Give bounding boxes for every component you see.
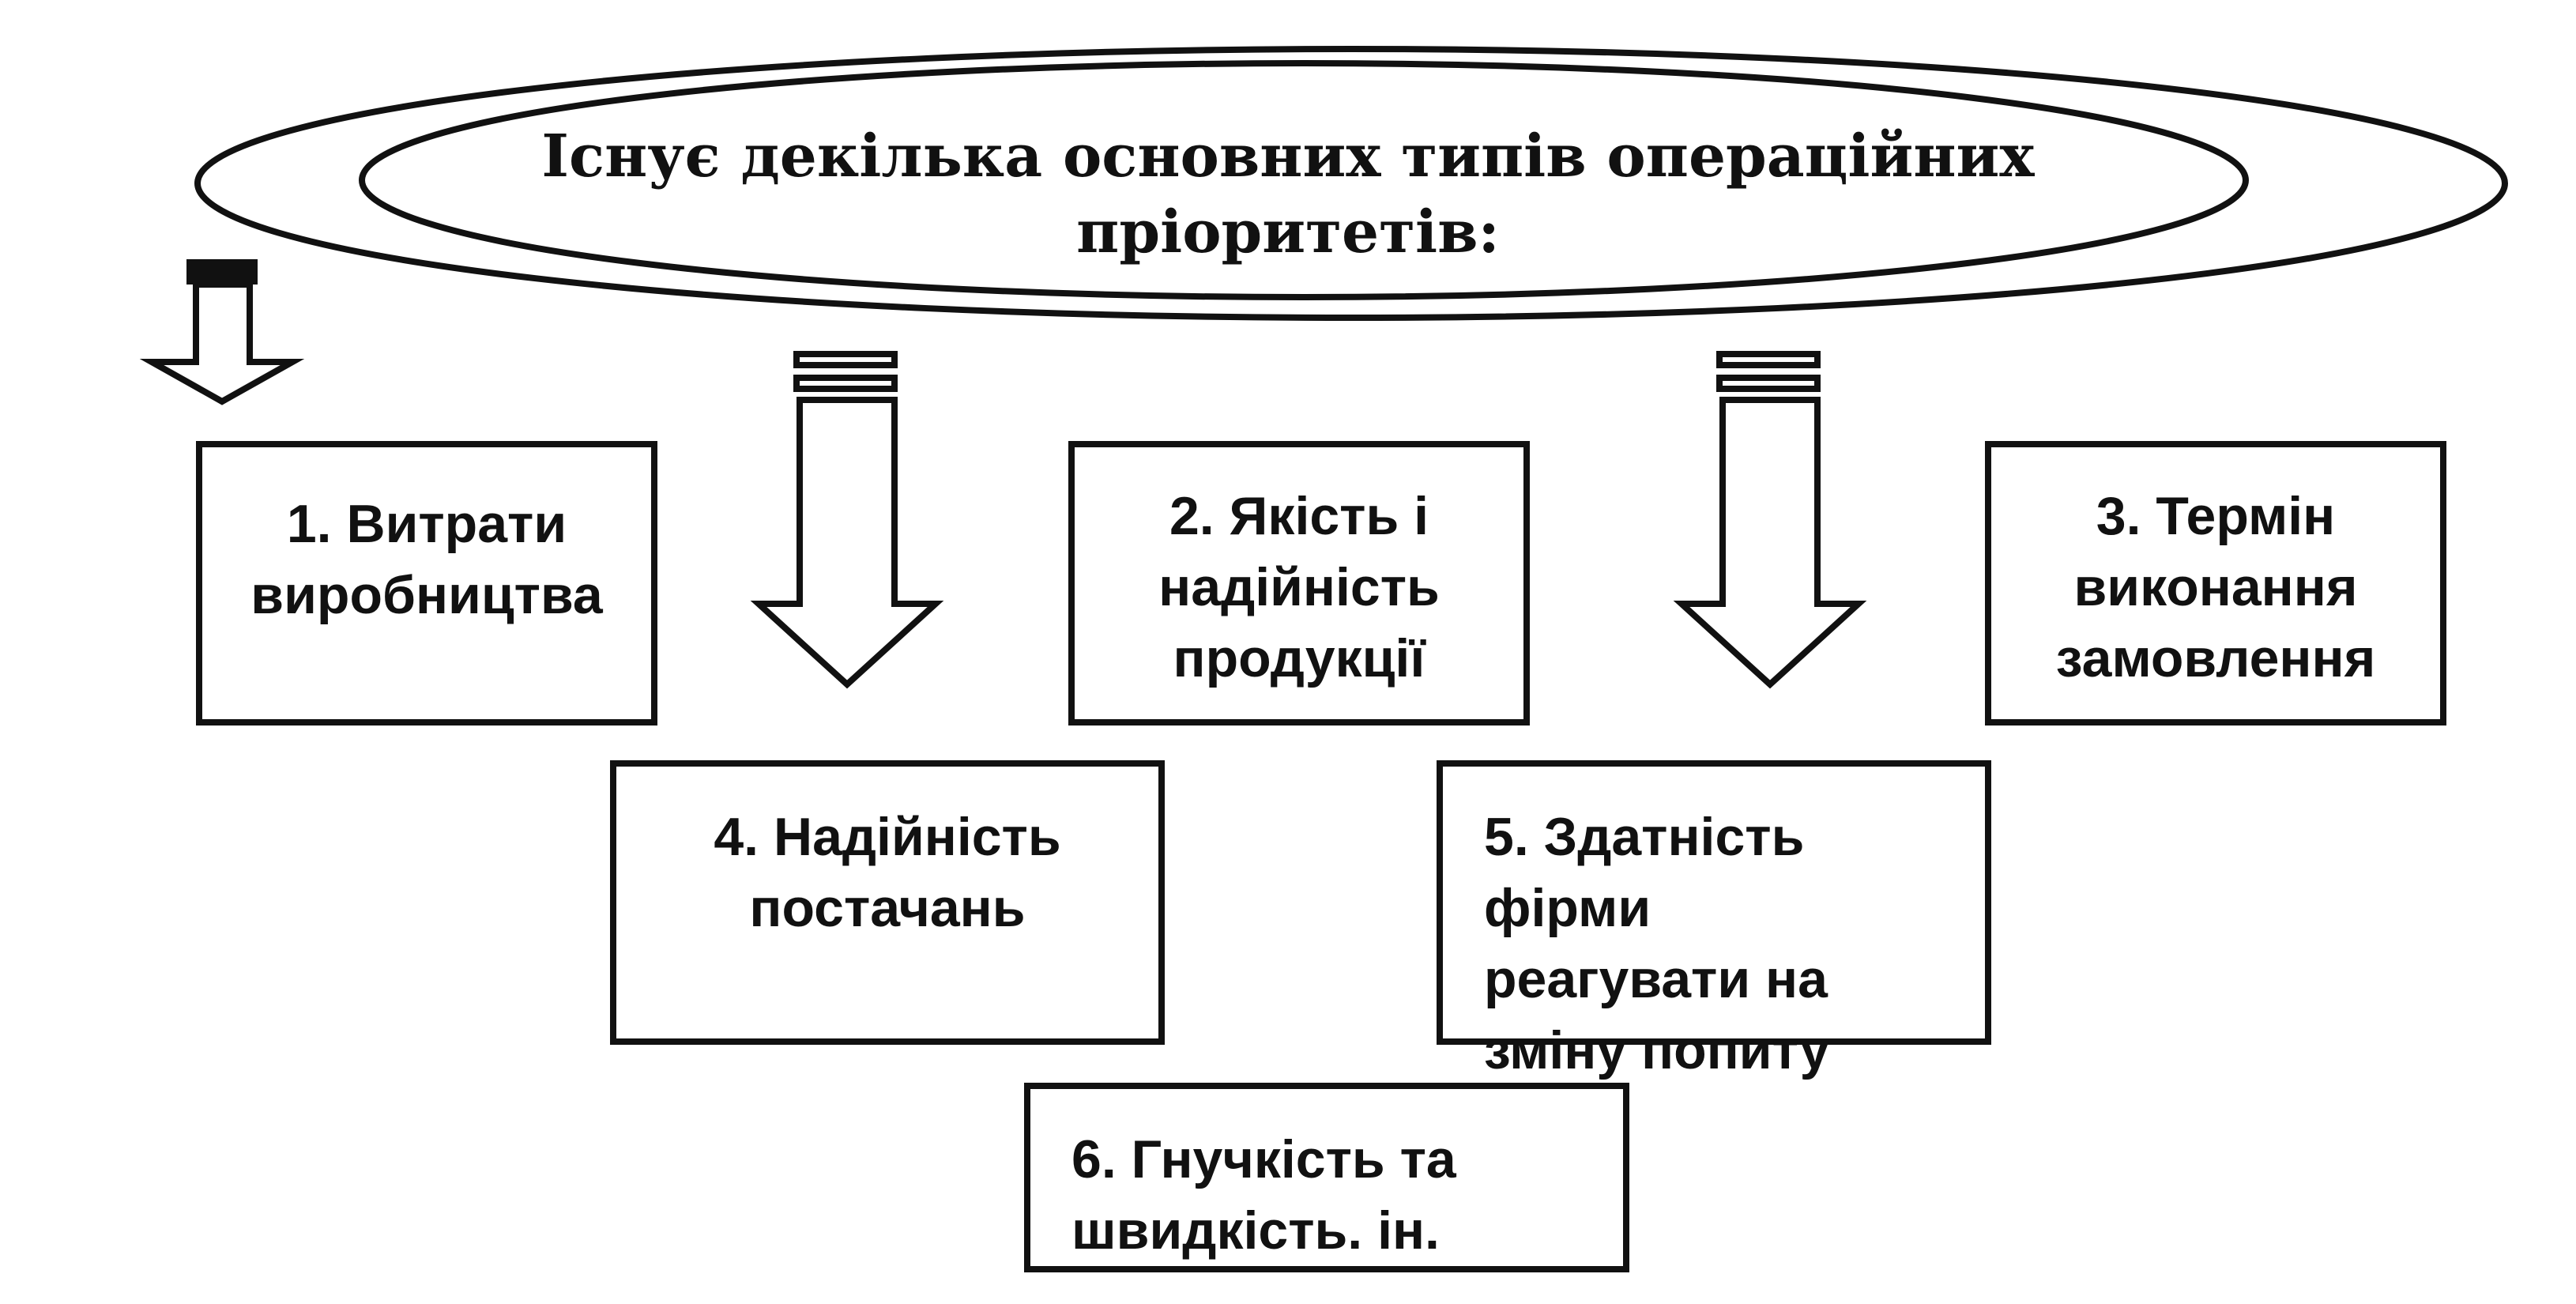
down-arrow-icon: [139, 259, 305, 405]
down-arrow-icon: [750, 351, 944, 689]
priority-box-supply-reliability: 4. Надійність постачань: [610, 760, 1165, 1045]
box-line: постачань: [749, 878, 1026, 938]
box-line: швидкість. ін.: [1071, 1200, 1440, 1261]
down-arrow-icon: [1673, 351, 1867, 689]
priority-box-flexibility: 6. Гнучкість та швидкість. ін.: [1024, 1083, 1629, 1272]
inner-ellipse: [359, 60, 2249, 300]
priority-box-delivery-time: 3. Термін виконання замовлення: [1985, 441, 2446, 725]
box-line: 5. Здатність фірми: [1484, 807, 1805, 938]
box-line: замовлення: [2055, 628, 2376, 688]
box-line: виробництва: [250, 565, 603, 625]
priority-box-demand-response: 5. Здатність фірми реагувати на зміну по…: [1437, 760, 1991, 1080]
box-line: 3. Термін: [2096, 486, 2336, 546]
box-line: продукції: [1173, 628, 1425, 688]
box-line: надійність: [1158, 557, 1440, 617]
diagram-title: Існує декілька основних типів операційни…: [506, 119, 2070, 270]
box-line: виконання: [2073, 557, 2358, 617]
box-line: 6. Гнучкість та: [1071, 1129, 1456, 1189]
title-line-2: пріоритетів:: [1076, 198, 1500, 266]
outer-ellipse: [194, 46, 2508, 321]
box-line: 2. Якість і: [1169, 486, 1429, 546]
priority-box-quality: 2. Якість і надійність продукції: [1068, 441, 1530, 725]
box-line: 1. Витрати: [286, 494, 567, 554]
box-line: зміну попиту: [1484, 1020, 1830, 1080]
box-line: реагувати на: [1484, 949, 1828, 1009]
title-line-1: Існує декілька основних типів операційни…: [541, 122, 2035, 190]
box-line: 4. Надійність: [714, 807, 1061, 867]
priority-box-costs: 1. Витрати виробництва: [196, 441, 657, 725]
